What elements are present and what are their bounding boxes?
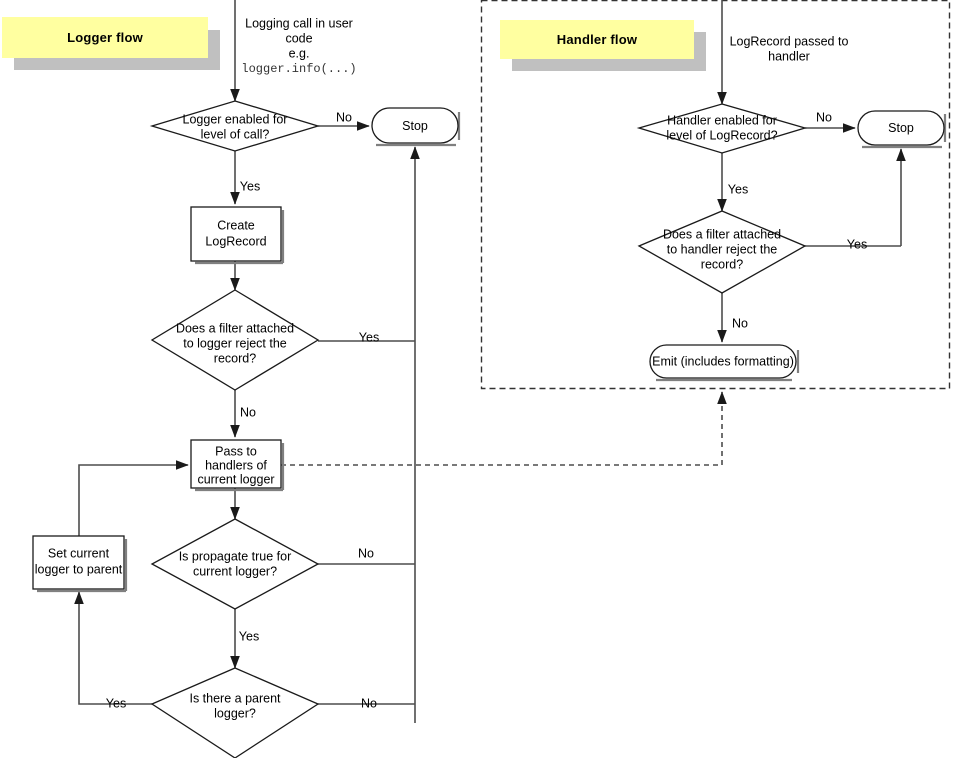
edge-label-handler-enabled-yes: Yes <box>728 182 748 196</box>
node-propagate-line2: current logger? <box>193 564 277 578</box>
edge-label-propagate-yes: Yes <box>239 629 259 643</box>
caption-handler-entry: LogRecord passed to handler <box>730 34 849 63</box>
caption-logger-entry-code: logger.info(...) <box>241 62 356 76</box>
logger-flow-banner: Logger flow <box>2 17 208 58</box>
node-logger-enabled[interactable]: Logger enabled for level of call? <box>149 100 321 152</box>
edge-label-handler-filter-yes: Yes <box>847 237 867 251</box>
caption-handler-entry-line1: LogRecord passed to <box>730 34 849 48</box>
node-emit-label: Emit (includes formatting) <box>652 354 794 368</box>
node-logger-stop-label: Stop <box>402 119 428 133</box>
node-parent-logger-line1: Is there a parent <box>189 691 281 705</box>
edge-parent-yes <box>74 591 152 705</box>
node-handler-stop[interactable]: Stop <box>857 110 947 149</box>
edge-label-logger-enabled-yes: Yes <box>240 179 260 193</box>
edge-label-handler-enabled-no: No <box>816 110 832 124</box>
edge-set-parent-to-pass <box>78 460 189 536</box>
node-pass-to-handlers-line2: handlers of <box>205 458 267 472</box>
node-logger-filter-line3: record? <box>214 351 256 365</box>
node-handler-filter-line3: record? <box>701 257 743 271</box>
node-create-logrecord-line2: LogRecord <box>205 234 266 248</box>
node-create-logrecord[interactable]: Create LogRecord <box>190 206 285 265</box>
edge-pass-to-handler-flow <box>281 391 727 466</box>
edge-label-logger-filter-yes: Yes <box>359 330 379 344</box>
node-handler-enabled-line1: Handler enabled for <box>667 113 777 127</box>
node-logger-enabled-line2: level of call? <box>201 127 270 141</box>
caption-logger-entry-line2: code <box>285 31 312 45</box>
edge-label-handler-filter-no: No <box>732 316 748 330</box>
node-set-parent-line1: Set current <box>48 546 110 560</box>
node-emit[interactable]: Emit (includes formatting) <box>649 344 800 382</box>
node-parent-logger-line2: logger? <box>214 706 256 720</box>
caption-handler-entry-line2: handler <box>768 49 810 63</box>
edge-label-parent-yes: Yes <box>106 696 126 710</box>
node-logger-filter-line1: Does a filter attached <box>176 321 294 335</box>
node-parent-logger[interactable]: Is there a parent logger? <box>150 667 320 758</box>
node-handler-stop-label: Stop <box>888 121 914 135</box>
node-set-parent-line2: logger to parent <box>35 562 123 576</box>
node-logger-enabled-line1: Logger enabled for <box>183 112 288 126</box>
node-create-logrecord-line1: Create <box>217 218 255 232</box>
node-handler-filter-line2: to handler reject the <box>667 242 778 256</box>
handler-flow-banner-label: Handler flow <box>556 32 638 47</box>
caption-logger-entry-line3: e.g. <box>289 46 310 60</box>
node-propagate[interactable]: Is propagate true for current logger? <box>150 518 320 610</box>
node-set-parent[interactable]: Set current logger to parent <box>32 535 128 593</box>
node-pass-to-handlers-line3: current logger <box>197 472 274 486</box>
node-logger-filter[interactable]: Does a filter attached to logger reject … <box>150 289 320 391</box>
edge-label-parent-no: No <box>361 696 377 710</box>
node-logger-stop[interactable]: Stop <box>371 107 461 147</box>
node-pass-to-handlers[interactable]: Pass to handlers of current logger <box>190 439 285 492</box>
node-pass-to-handlers-line1: Pass to <box>215 444 257 458</box>
edge-label-logger-enabled-no: No <box>336 110 352 124</box>
logger-flow-banner-label: Logger flow <box>67 30 143 45</box>
handler-flow-banner: Handler flow <box>500 20 694 59</box>
edge-label-logger-filter-no: No <box>240 405 256 419</box>
node-propagate-line1: Is propagate true for <box>179 549 292 563</box>
caption-logger-entry: Logging call in user code e.g. logger.in… <box>241 16 356 76</box>
node-handler-enabled[interactable]: Handler enabled for level of LogRecord? <box>636 103 808 154</box>
handler-flow-container <box>480 0 951 390</box>
edge-label-propagate-no: No <box>358 546 374 560</box>
caption-logger-entry-line1: Logging call in user <box>245 16 353 30</box>
node-logger-filter-line2: to logger reject the <box>183 336 287 350</box>
node-handler-enabled-line2: level of LogRecord? <box>666 128 777 142</box>
node-handler-filter[interactable]: Does a filter attached to handler reject… <box>637 210 807 294</box>
node-handler-filter-line1: Does a filter attached <box>663 227 781 241</box>
